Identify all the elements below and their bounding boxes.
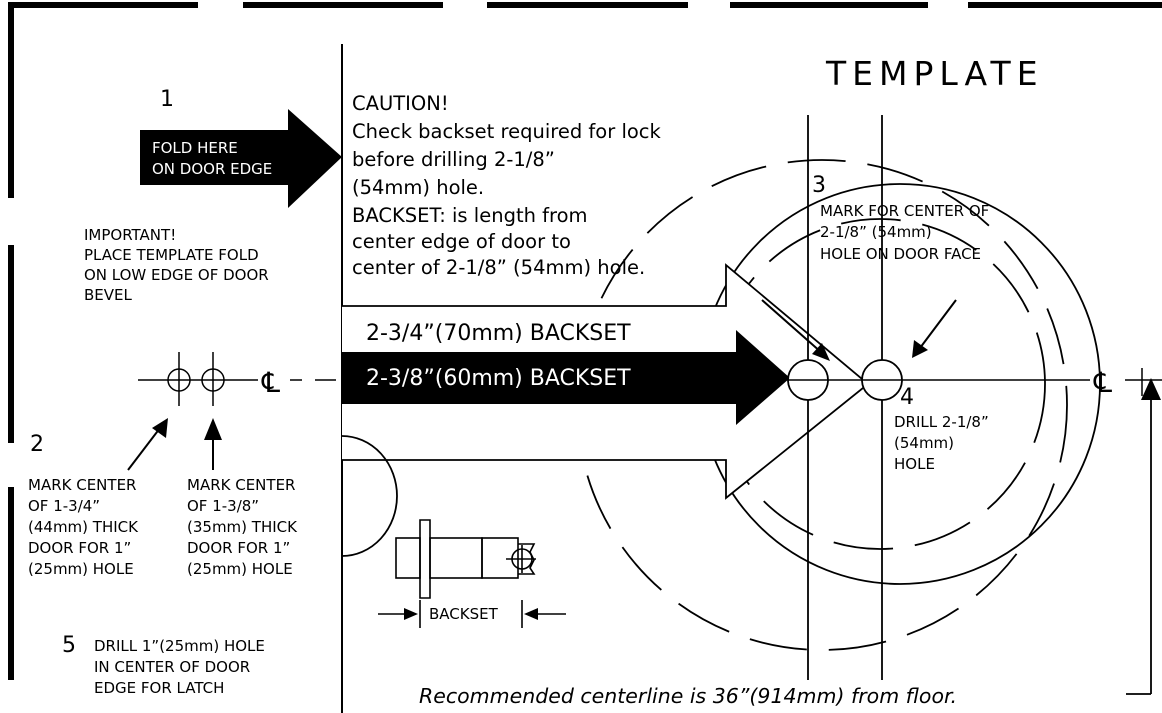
height-reference-arrow <box>1141 378 1161 400</box>
fold-arrow <box>140 109 342 208</box>
mark-thick-note-1: MARK CENTER OF 1-3/4” (44mm) THICK DOOR … <box>28 476 143 578</box>
footer-centerline-note: Recommended centerline is 36”(914mm) fro… <box>419 684 957 708</box>
drill-edge-note: DRILL 1”(25mm) HOLE IN CENTER OF DOOR ED… <box>94 637 270 697</box>
face-mark-arrow-left <box>761 299 830 361</box>
backset-60mm-label: 2-3/8”(60mm) BACKSET <box>366 366 631 391</box>
face-mark-arrow-right <box>912 299 957 358</box>
latch-backset-label: BACKSET <box>429 605 499 623</box>
backset-dim-arrow-left <box>404 608 418 620</box>
backset-70mm-label: 2-3/4”(70mm) BACKSET <box>366 321 631 346</box>
edge-mark-35mm <box>201 352 225 406</box>
edge-mark-44mm <box>167 352 191 406</box>
backset-dim-arrow-right <box>524 608 538 620</box>
edge-mark-arrow-2 <box>204 418 222 470</box>
centerline-symbol-right: ℄ <box>1093 366 1112 399</box>
latch-bore-outline <box>341 435 398 557</box>
centerline-symbol-left: ℄ <box>261 366 280 399</box>
step-number-4: 4 <box>900 385 914 410</box>
mark-thick-note-2: MARK CENTER OF 1-3/8” (35mm) THICK DOOR … <box>187 476 302 578</box>
drill-face-note: DRILL 2-1/8” (54mm) HOLE <box>894 413 994 473</box>
step-number-3: 3 <box>812 173 826 198</box>
step-number-2: 2 <box>30 432 44 457</box>
important-note: IMPORTANT! PLACE TEMPLATE FOLD ON LOW ED… <box>84 226 274 304</box>
fold-arrow-text: FOLD HERE ON DOOR EDGE <box>152 139 272 178</box>
caution-note: CAUTION! Check backset required for lock… <box>352 92 667 279</box>
latch-illustration <box>395 519 536 599</box>
step-number-1: 1 <box>160 87 174 112</box>
height-reference-line <box>1126 398 1152 695</box>
step-number-5: 5 <box>62 633 76 658</box>
edge-mark-arrow-1 <box>127 418 168 471</box>
backset-60mm-arrow <box>342 330 790 425</box>
page-title: TEMPLATE <box>825 54 1044 93</box>
mark-face-note: MARK FOR CENTER OF 2-1/8” (54mm) HOLE ON… <box>820 202 994 263</box>
